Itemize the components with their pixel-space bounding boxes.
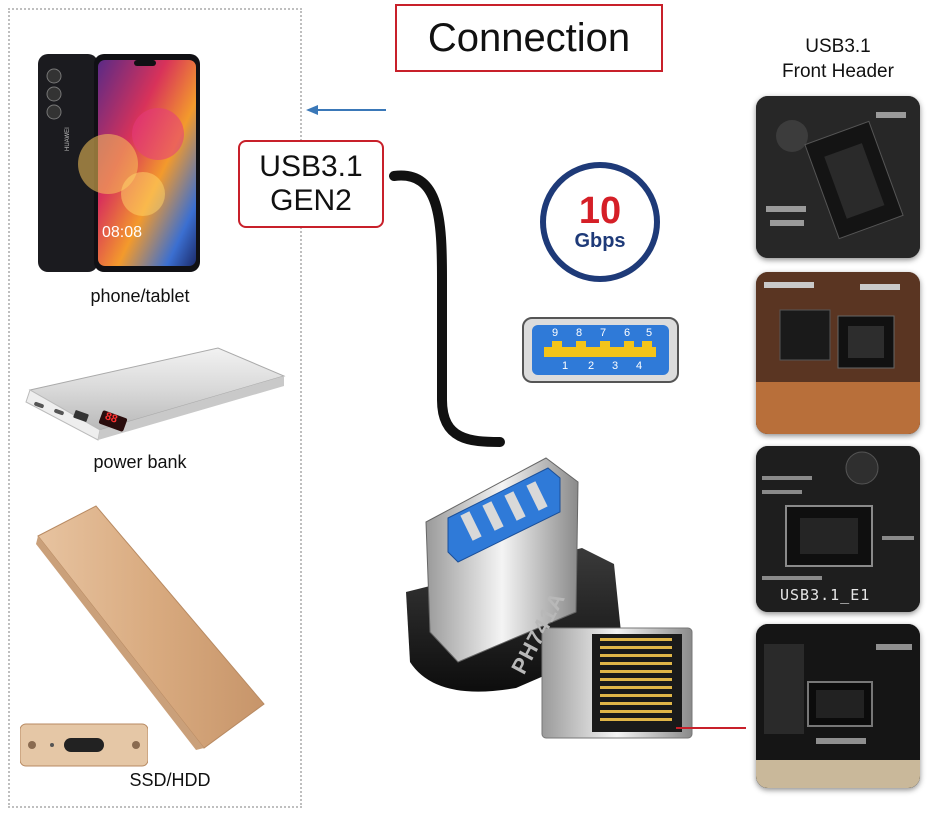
speed-unit: Gbps (574, 230, 626, 252)
ssd-enclosure-icon (36, 504, 266, 752)
usb-header-adapter-icon: PH741A (396, 452, 696, 742)
motherboard-photo-4 (756, 624, 920, 788)
speed-value: 10 (578, 190, 622, 232)
power-bank-icon: 88 (22, 346, 288, 442)
pin-number: 3 (612, 360, 619, 372)
pin-number: 4 (636, 360, 643, 372)
usb-spec-label: USB3.1 GEN2 (238, 140, 384, 228)
motherboard-photo-1 (756, 96, 920, 258)
motherboard-photo-2 (756, 272, 920, 434)
pin-number: 5 (646, 327, 653, 339)
pin-number: 1 (562, 360, 569, 372)
phone-clock: 08:08 (102, 224, 143, 241)
smartphone-icon: HUAWEI 08:08 (38, 54, 200, 272)
pin-number: 9 (552, 327, 559, 339)
phone-brand: HUAWEI (65, 127, 71, 151)
usb-port-inner: 9 8 7 6 5 1 2 3 4 (532, 325, 669, 375)
device-label-ssd: SSD/HDD (129, 770, 211, 790)
front-header-label: USB3.1 Front Header (748, 34, 928, 84)
front-header-line1: USB3.1 (805, 36, 871, 57)
pin-number: 6 (624, 327, 631, 339)
arrow-left-icon (306, 105, 386, 115)
usb-spec-line1: USB3.1 (259, 150, 363, 183)
motherboard-silkscreen: USB3.1_E1 (780, 586, 871, 604)
device-label-power-bank: power bank (93, 452, 187, 472)
pin-number: 7 (600, 327, 607, 339)
connector-pointer-line (676, 727, 746, 729)
speed-badge: 10 Gbps (540, 162, 660, 282)
device-label-phone: phone/tablet (90, 286, 190, 306)
motherboard-photo-3: USB3.1_E1 (756, 446, 920, 612)
device-panel (8, 8, 302, 808)
page-title: Connection (395, 4, 663, 72)
usb-port-pinout: 9 8 7 6 5 1 2 3 4 (522, 317, 679, 383)
pin-number: 8 (576, 327, 583, 339)
front-header-line2: Front Header (782, 61, 894, 82)
ssd-end-view (19, 722, 149, 768)
cable-icon (389, 170, 505, 447)
pin-number: 2 (588, 360, 595, 372)
usb-spec-line2: GEN2 (270, 184, 352, 217)
